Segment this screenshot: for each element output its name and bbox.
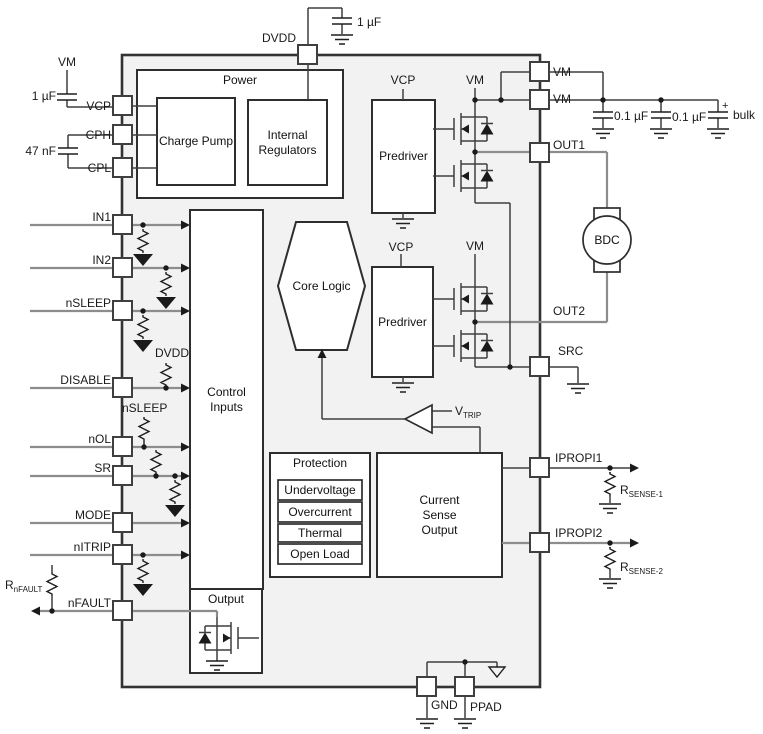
- vcp-predriver2-label: VCP: [388, 240, 414, 254]
- pin-vcp: [112, 95, 133, 116]
- disable-label: DISABLE: [60, 373, 111, 387]
- pin-ipropi1: [529, 457, 550, 478]
- vm-hb1-label: VM: [466, 73, 484, 87]
- pin-cph: [112, 124, 133, 145]
- pin-gnd: [416, 676, 437, 697]
- pin-nsleep: [112, 300, 133, 321]
- pin-cpl: [112, 157, 133, 178]
- pin-sr: [112, 465, 133, 486]
- dvdd-internal-label: DVDD: [155, 346, 190, 360]
- block-open-load: [277, 543, 363, 565]
- gnd-label: GND: [431, 698, 458, 712]
- nitrip-label: nITRIP: [73, 540, 111, 554]
- cap-01uf-2-label: 0.1 µF: [672, 110, 707, 124]
- block-undervoltage: [277, 479, 363, 501]
- pin-nfault: [112, 600, 133, 621]
- pin-in2: [112, 257, 133, 278]
- cap-1uf-top-label: 1 µF: [357, 15, 382, 29]
- vcp-label: VCP: [86, 99, 111, 113]
- pin-ipropi2: [529, 532, 550, 553]
- src-label: SRC: [558, 344, 584, 358]
- r-sense2-label: RSENSE-2: [620, 560, 663, 576]
- thermal-label: Thermal: [297, 525, 342, 540]
- core-logic-label: Core Logic: [292, 278, 351, 293]
- overcurrent-label: Overcurrent: [288, 504, 352, 519]
- output-label: Output: [207, 592, 245, 606]
- vm-left-label: VM: [58, 55, 76, 69]
- signal-ground-icon: [487, 666, 507, 679]
- ipropi1-label: IPROPI1: [555, 451, 603, 465]
- open-load-label: Open Load: [290, 546, 350, 561]
- pin-disable: [112, 377, 133, 398]
- pin-nitrip: [112, 544, 133, 565]
- block-output: [189, 588, 263, 674]
- vm1-label: VM: [553, 65, 571, 79]
- nsleep-label: nSLEEP: [65, 296, 111, 310]
- bulk-plus-label: +: [722, 100, 729, 112]
- block-internal-regulators: [247, 99, 328, 186]
- pin-src: [529, 356, 550, 377]
- vtrip-label: VTRIP: [455, 404, 482, 420]
- block-predriver-2: [371, 266, 434, 378]
- mode-label: MODE: [75, 508, 111, 522]
- out2-label: OUT2: [553, 304, 586, 318]
- protection-label: Protection: [292, 456, 348, 470]
- pin-in1: [112, 214, 133, 235]
- ground-symbols: [205, 34, 730, 729]
- bulk-label: bulk: [733, 108, 756, 122]
- junction-dots: [49, 97, 664, 665]
- internal-regulators-label: Internal Regulators: [258, 127, 317, 157]
- pin-nol: [112, 436, 133, 457]
- r-sense1-label: RSENSE-1: [620, 483, 663, 499]
- pin-vm1: [529, 61, 550, 82]
- comparator-triangle: [403, 403, 433, 435]
- nfault-label: nFAULT: [67, 596, 111, 610]
- block-thermal: [277, 523, 363, 543]
- pins: [112, 44, 550, 697]
- sr-label: SR: [94, 461, 111, 475]
- cpl-label: CPL: [87, 161, 111, 175]
- predriver1-label: Predriver: [379, 149, 428, 163]
- bdc-label: BDC: [594, 232, 620, 247]
- power-label: Power: [222, 73, 257, 87]
- cph-label: CPH: [85, 128, 111, 142]
- wires-black: [51, 7, 719, 718]
- predriver2-label: Predriver: [378, 314, 427, 329]
- vm2-label: VM: [553, 92, 571, 106]
- block-overcurrent: [277, 501, 363, 523]
- pin-ppad: [454, 676, 475, 697]
- charge-pump-label: Charge Pump: [158, 134, 234, 148]
- cap-01uf-1-label: 0.1 µF: [614, 109, 649, 123]
- vm-hb2-label: VM: [466, 239, 484, 253]
- bdc-motor: [582, 207, 632, 273]
- pin-mode: [112, 512, 133, 533]
- nol-label: nOL: [88, 432, 111, 446]
- vcp-predriver1-label: VCP: [390, 73, 416, 87]
- core-logic-hexagon: [276, 221, 367, 351]
- in1-label: IN1: [92, 210, 111, 224]
- pin-out1: [529, 142, 550, 163]
- block-current-sense-output: [376, 452, 503, 578]
- r-nfault-label: RnFAULT: [5, 578, 43, 594]
- dvdd-pin-label: DVDD: [261, 31, 296, 45]
- undervoltage-label: Undervoltage: [284, 482, 356, 497]
- control-inputs-label: Control Inputs: [207, 384, 246, 414]
- nsleep-internal-label: nSLEEP: [122, 401, 168, 415]
- ppad-label: PPAD: [470, 700, 502, 714]
- current-sense-label: Current Sense Output: [419, 492, 460, 537]
- cap-1uf-left-label: 1 µF: [31, 89, 56, 103]
- pin-vm2: [529, 89, 550, 110]
- ipropi2-label: IPROPI2: [555, 526, 603, 540]
- in2-label: IN2: [92, 253, 111, 267]
- block-charge-pump: [156, 97, 236, 186]
- out1-label: OUT1: [553, 138, 586, 152]
- cap-47nf-label: 47 nF: [25, 144, 56, 158]
- pin-dvdd: [297, 44, 318, 65]
